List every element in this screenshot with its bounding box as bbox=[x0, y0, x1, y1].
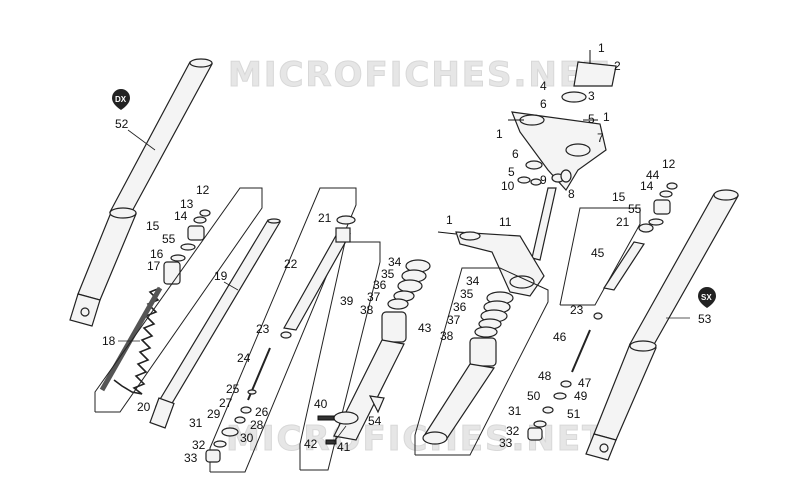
callout-1-a: 1 bbox=[598, 41, 605, 55]
callout-38-right: 38 bbox=[440, 329, 454, 343]
callout-15-right: 15 bbox=[612, 190, 626, 204]
panel-inner-tube bbox=[94, 187, 263, 413]
fork-leg-right bbox=[69, 58, 213, 327]
callout-35-right: 35 bbox=[460, 287, 474, 301]
callout-11: 11 bbox=[499, 215, 512, 229]
damper-rod-left bbox=[205, 215, 356, 463]
callout-28: 28 bbox=[250, 418, 264, 432]
callout-50: 50 bbox=[527, 389, 541, 403]
callout-48: 48 bbox=[538, 369, 552, 383]
callout-12-left: 12 bbox=[196, 183, 210, 197]
callout-44: 44 bbox=[646, 168, 660, 182]
callout-47: 47 bbox=[578, 376, 592, 390]
top-triple-clamp bbox=[508, 50, 617, 192]
callout-55-left: 55 bbox=[162, 232, 176, 246]
callout-42: 42 bbox=[304, 437, 318, 451]
callout-41: 41 bbox=[337, 440, 351, 454]
callout-5-a: 5 bbox=[588, 112, 595, 126]
callout-33-right: 33 bbox=[499, 436, 513, 450]
callout-9: 9 bbox=[540, 173, 547, 187]
callout-29: 29 bbox=[207, 407, 221, 421]
callout-34-right: 34 bbox=[466, 274, 480, 288]
callout-36-right: 36 bbox=[453, 300, 467, 314]
fork-leg-left bbox=[585, 189, 739, 461]
callout-35-mid: 35 bbox=[381, 267, 395, 281]
callout-13-left: 13 bbox=[180, 197, 194, 211]
callout-23-left: 23 bbox=[256, 322, 270, 336]
callout-19: 19 bbox=[214, 269, 228, 283]
callout-6-a: 6 bbox=[540, 97, 547, 111]
callout-20: 20 bbox=[137, 400, 151, 414]
callout-40: 40 bbox=[314, 397, 328, 411]
callout-43: 43 bbox=[418, 321, 432, 335]
callout-54: 54 bbox=[368, 414, 382, 428]
callout-51: 51 bbox=[567, 407, 581, 421]
fork-spring bbox=[99, 286, 163, 395]
callout-2: 2 bbox=[614, 59, 621, 73]
panel-damper-rod-right bbox=[559, 207, 641, 306]
callout-24: 24 bbox=[237, 351, 251, 365]
marker-dx-label: DX bbox=[115, 95, 127, 104]
callout-16-left: 16 bbox=[150, 247, 164, 261]
callout-15-left: 15 bbox=[146, 219, 160, 233]
callout-52: 52 bbox=[115, 117, 129, 131]
slider-assembly-right bbox=[422, 291, 514, 445]
callout-22: 22 bbox=[284, 257, 298, 271]
callout-39: 39 bbox=[340, 294, 354, 308]
callout-18-left: 18 bbox=[102, 334, 116, 348]
callout-1-d: 1 bbox=[446, 213, 453, 227]
callout-32-left: 32 bbox=[192, 438, 206, 452]
callout-36-mid: 36 bbox=[373, 278, 387, 292]
callout-55-right: 55 bbox=[628, 202, 642, 216]
callout-1-c: 1 bbox=[496, 127, 503, 141]
callout-31-right: 31 bbox=[508, 404, 522, 418]
callout-14-left: 14 bbox=[174, 209, 188, 223]
watermark-top: MICROFICHES.NET bbox=[228, 55, 609, 95]
callout-49: 49 bbox=[574, 389, 588, 403]
callout-30: 30 bbox=[240, 431, 254, 445]
panel-damper-rod-left bbox=[209, 187, 357, 473]
panel-slider-right bbox=[414, 267, 549, 456]
steering-stem bbox=[437, 187, 557, 297]
callout-37-mid: 37 bbox=[367, 290, 381, 304]
callout-21-right: 21 bbox=[616, 215, 630, 229]
callout-23-right: 23 bbox=[570, 303, 584, 317]
panel-slider-left bbox=[299, 241, 381, 471]
callout-21-left: 21 bbox=[318, 211, 332, 225]
callout-12-right: 12 bbox=[662, 157, 676, 171]
inner-tube bbox=[149, 218, 281, 429]
callout-17-left: 17 bbox=[147, 259, 161, 273]
callout-8: 8 bbox=[568, 187, 575, 201]
callout-4: 4 bbox=[540, 79, 547, 93]
callout-7: 7 bbox=[597, 131, 604, 145]
callout-27: 27 bbox=[219, 396, 233, 410]
callout-37-right: 37 bbox=[447, 313, 461, 327]
callout-53: 53 bbox=[698, 312, 712, 326]
callout-6-b: 6 bbox=[512, 147, 519, 161]
callout-3: 3 bbox=[588, 89, 595, 103]
callout-26: 26 bbox=[255, 405, 269, 419]
marker-sx: SX bbox=[698, 287, 716, 308]
callout-45: 45 bbox=[591, 246, 605, 260]
callout-34-mid: 34 bbox=[388, 255, 402, 269]
callout-46: 46 bbox=[553, 330, 567, 344]
callout-1-b: 1 bbox=[603, 110, 610, 124]
callout-31-left: 31 bbox=[189, 416, 203, 430]
callout-33-left: 33 bbox=[184, 451, 198, 465]
marker-sx-label: SX bbox=[701, 293, 712, 302]
callout-25: 25 bbox=[226, 382, 240, 396]
callout-10: 10 bbox=[501, 179, 515, 193]
callout-38-mid: 38 bbox=[360, 303, 374, 317]
callout-14-right: 14 bbox=[640, 179, 654, 193]
watermark-bottom: MICROFICHES.NET bbox=[226, 419, 607, 459]
marker-dx: DX bbox=[112, 89, 130, 110]
callout-32-right: 32 bbox=[506, 424, 520, 438]
callout-5-b: 5 bbox=[508, 165, 515, 179]
damper-rod-right bbox=[527, 182, 678, 441]
slider-assembly-left bbox=[317, 259, 431, 445]
